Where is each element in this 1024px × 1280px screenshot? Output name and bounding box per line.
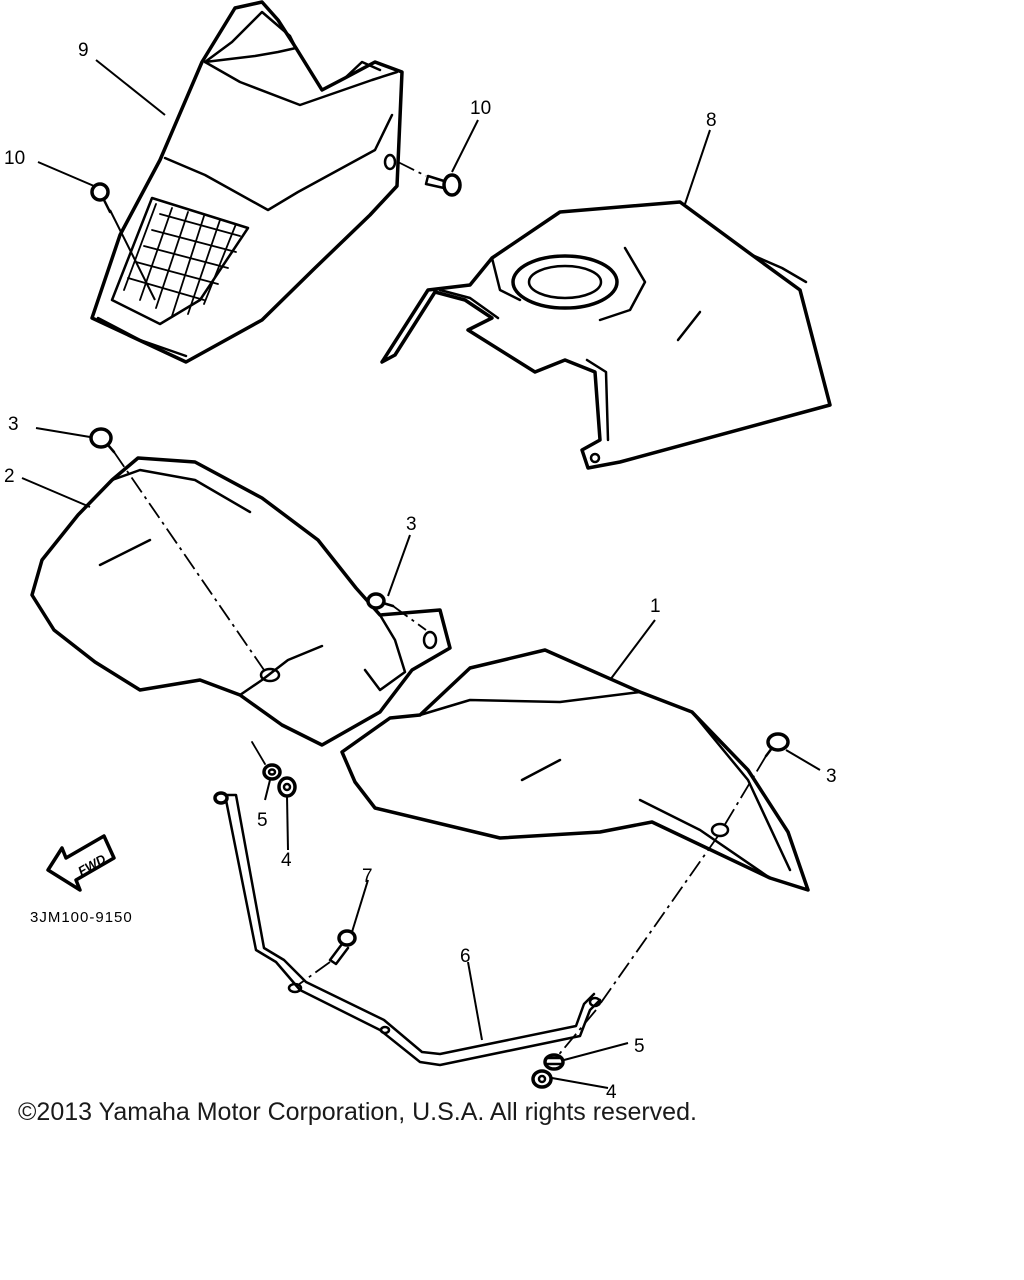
callout-5-left: 5 xyxy=(257,810,268,831)
leader-lines xyxy=(21,59,821,1089)
callout-2: 2 xyxy=(4,466,15,487)
nut-4-right xyxy=(531,1069,553,1089)
callout-3-top: 3 xyxy=(8,414,19,435)
callout-10-left: 10 xyxy=(4,148,25,169)
bolt-10-left xyxy=(90,182,112,214)
grille-mesh xyxy=(123,203,241,317)
bolt-7 xyxy=(328,929,357,966)
bracket-stay-part xyxy=(213,791,602,1067)
copyright-notice: ©2013 Yamaha Motor Corporation, U.S.A. A… xyxy=(18,1098,697,1126)
callout-10-right: 10 xyxy=(470,98,491,119)
callout-8: 8 xyxy=(706,110,717,131)
callout-4-left: 4 xyxy=(281,850,292,871)
bolt-10-right xyxy=(424,173,462,197)
callout-7: 7 xyxy=(362,866,373,887)
diagram-code: 3JM100-9150 xyxy=(30,909,133,926)
forward-direction-arrow: FWD xyxy=(46,834,116,892)
washer-5-right xyxy=(543,1053,565,1071)
callout-9: 9 xyxy=(78,40,89,61)
callout-4-right: 4 xyxy=(606,1082,617,1100)
tank-cover-part xyxy=(380,200,832,470)
front-fender-part xyxy=(30,456,452,747)
callout-5-right: 5 xyxy=(634,1036,645,1057)
exploded-parts-diagram: 1 2 3 3 3 4 4 5 5 6 7 8 9 10 10 FWD 3JM1… xyxy=(4,0,837,1100)
callout-labels: 1 2 3 3 3 4 4 5 5 6 7 8 9 10 10 xyxy=(4,40,837,1100)
washer-5-left xyxy=(262,763,282,781)
bolt-3-top xyxy=(89,427,116,454)
bolt-3-right xyxy=(764,732,790,758)
callout-6: 6 xyxy=(460,946,471,967)
callout-1: 1 xyxy=(650,596,661,617)
callout-3-middle: 3 xyxy=(406,514,417,535)
front-cover-part xyxy=(90,0,404,364)
nut-4-left xyxy=(277,776,297,798)
rear-fender-part xyxy=(340,648,810,892)
callout-3-right: 3 xyxy=(826,766,837,787)
bolt-3-middle xyxy=(366,592,395,610)
